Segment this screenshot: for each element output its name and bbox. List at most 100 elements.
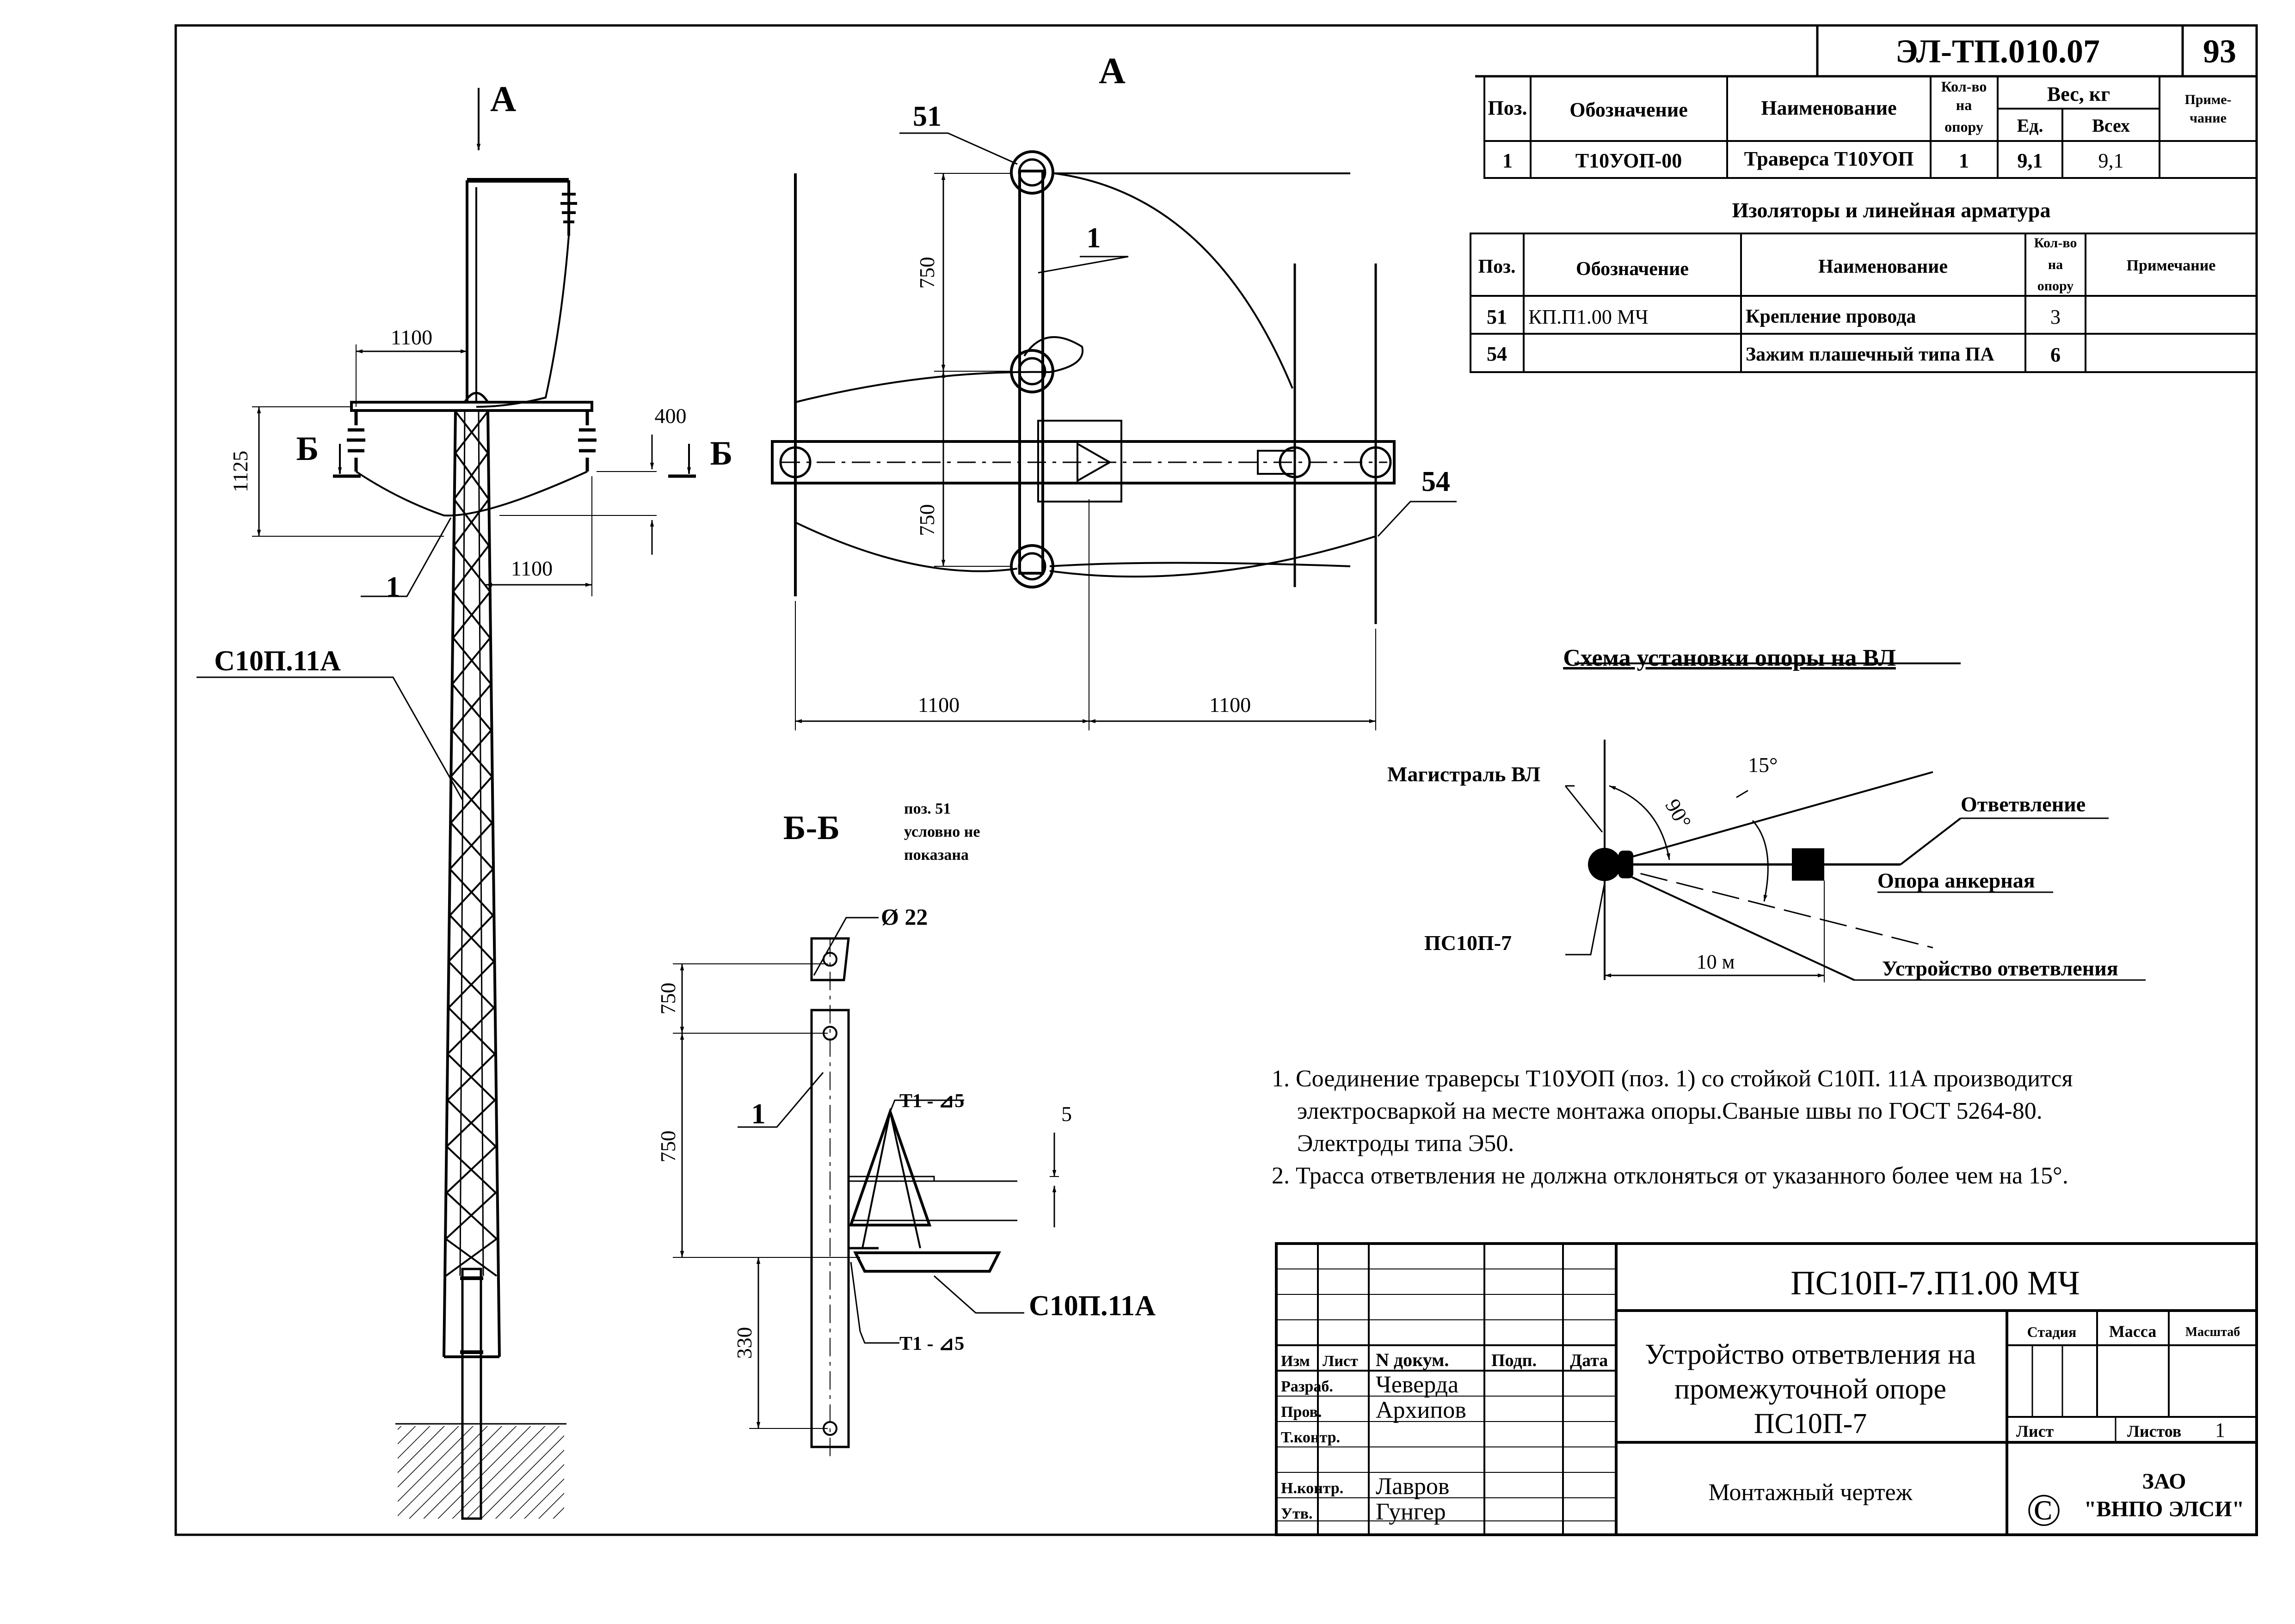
td2-r1-designation: КП.П1.00 МЧ: [1528, 306, 1649, 328]
section-dim-330: 330: [732, 1327, 756, 1359]
tb-role-check: Пров.: [1281, 1403, 1322, 1421]
th-weight-unit: Ед.: [2017, 115, 2043, 136]
th-weight-total: Всех: [2092, 115, 2130, 136]
title-block: [1275, 1242, 2258, 1536]
page-number: 93: [2203, 33, 2236, 70]
th-weight: Вес, кг: [2047, 83, 2110, 105]
tb-col-izm: Изм: [1281, 1353, 1310, 1370]
td2-r1-name: Крепление провода: [1746, 306, 1916, 327]
tb-col-date: Дата: [1570, 1351, 1608, 1370]
weld-top: Т1 - ⊿5: [899, 1091, 964, 1112]
th-designation: Обозначение: [1569, 98, 1688, 121]
td2-r1-qty: 3: [2050, 306, 2061, 328]
section-note-1: поз. 51: [904, 800, 951, 817]
tb-sheets-value: 1: [2215, 1419, 2225, 1441]
view-a-dim-1100-left: 1100: [918, 693, 960, 717]
section-pos1: 1: [751, 1098, 766, 1130]
weld-bottom: Т1 - ⊿5: [899, 1333, 964, 1354]
doc-code: ЭЛ-ТП.010.07: [1895, 33, 2100, 70]
scheme-angle-90: 90°: [1661, 795, 1696, 833]
tb-role-approve: Утв.: [1281, 1505, 1313, 1522]
installation-scheme-labels: Схема установки опоры на ВЛ Магистраль В…: [1387, 645, 2118, 980]
tb-scale: Масштаб: [2185, 1325, 2240, 1339]
pole-dim-1125: 1125: [228, 451, 252, 492]
doc-code-block: ЭЛ-ТП.010.07 93: [1475, 25, 2257, 78]
th-note-2: чание: [2190, 110, 2227, 126]
td-pos: 1: [1502, 149, 1513, 172]
td-unit: 9,1: [2018, 149, 2043, 172]
note-line-4: 2. Трасса ответвления не должна отклонят…: [1272, 1163, 2068, 1189]
note-line-3: Электроды типа Э50.: [1297, 1130, 1514, 1157]
view-a-arrow-label: А: [490, 79, 516, 119]
section-diameter: Ø 22: [881, 904, 928, 930]
section-pole-type: С10П.11А: [1029, 1290, 1156, 1322]
td2-r1-pos: 51: [1487, 306, 1507, 328]
pole-side-labels: А 1100 1100 1125 400 Б Б 1 С10П.11А: [214, 79, 732, 677]
section-mark-left: Б: [296, 430, 319, 468]
tb-role-dev: Разраб.: [1281, 1378, 1333, 1395]
pole-pos1-label: 1: [386, 571, 400, 603]
scheme-anchor-pole: Опора анкерная: [1877, 869, 2035, 892]
section-dim-5: 5: [1061, 1102, 1072, 1126]
td-total: 9,1: [2098, 149, 2124, 172]
th-qty-2: на: [1956, 97, 1972, 113]
th2-note: Примечание: [2127, 257, 2216, 274]
th2-qty-2: на: [2048, 257, 2063, 272]
tb-col-sign: Подп.: [1491, 1351, 1537, 1370]
view-a-dim-1100-right: 1100: [1209, 693, 1251, 717]
scheme-pole: ПС10П-7: [1424, 931, 1512, 955]
tb-sheets: Листов: [2127, 1422, 2181, 1440]
table-insulators-text: Поз. Обозначение Наименование Кол-во на …: [1478, 235, 2215, 366]
th2-name: Наименование: [1818, 256, 1948, 277]
tb-name-dev: Чеверда: [1376, 1372, 1458, 1398]
view-a-pos54: 54: [1421, 466, 1450, 497]
td-name: Траверса Т10УОП: [1744, 147, 1914, 170]
note-line-1: 1. Соединение траверсы Т10УОП (поз. 1) с…: [1272, 1066, 2073, 1092]
td2-r2-name: Зажим плашечный типа ПА: [1746, 344, 1994, 365]
scheme-branch-device: Устройство ответвления: [1882, 956, 2118, 980]
td2-r2-qty: 6: [2050, 343, 2061, 366]
insulators-title: Изоляторы и линейная арматура: [1732, 198, 2051, 222]
tb-mass: Масса: [2109, 1322, 2156, 1341]
view-a: [771, 132, 1457, 730]
tb-name-check: Архипов: [1376, 1397, 1466, 1423]
section-dim-750-mid: 750: [656, 1131, 680, 1163]
section-b-b-labels: Б-Б поз. 51 условно не показана Ø 22 1 7…: [656, 800, 1156, 1359]
pole-dim-400: 400: [655, 404, 687, 428]
scheme-title: Схема установки опоры на ВЛ: [1563, 645, 1896, 671]
title-line-1: Устройство ответвления на: [1645, 1339, 1976, 1370]
view-a-labels: А 51 1 54 750 750 1100 1100: [913, 51, 1450, 717]
table-main-text: Поз. Обозначение Наименование Кол-во на …: [1488, 78, 2232, 172]
title-code: ПС10П-7.П1.00 МЧ: [1790, 1264, 2080, 1302]
scheme-branch: Ответвление: [1961, 792, 2086, 816]
th2-qty-3: опору: [2037, 278, 2074, 294]
section-mark-right: Б: [710, 435, 733, 472]
th-pos: Поз.: [1488, 97, 1527, 119]
table-main: [1483, 75, 2258, 179]
view-a-title: А: [1099, 51, 1126, 92]
tb-col-doc: N докум.: [1376, 1349, 1449, 1370]
tb-copyright: ©: [2026, 1484, 2061, 1536]
view-a-dim-750-bottom: 750: [915, 504, 939, 536]
section-note-2: условно не: [904, 823, 980, 840]
tb-stage: Стадия: [2027, 1324, 2077, 1340]
note-line-2: электросваркой на месте монтажа опоры.Св…: [1297, 1098, 2043, 1124]
td-designation: Т10УОП-00: [1575, 149, 1682, 172]
tb-role-tcontrol: Т.контр.: [1281, 1429, 1340, 1446]
th2-qty-1: Кол-во: [2034, 235, 2077, 251]
tb-col-list: Лист: [1323, 1353, 1358, 1370]
table-insulators: [1470, 233, 2258, 373]
title-line-2: промежуточной опоре: [1674, 1373, 1946, 1405]
pole-dim-1100-top: 1100: [391, 325, 432, 349]
section-b-b: [673, 917, 1059, 1456]
th-qty-3: опору: [1944, 118, 1983, 135]
view-a-pos1: 1: [1087, 222, 1101, 254]
scheme-distance: 10 м: [1697, 950, 1735, 973]
tb-sheet: Лист: [2016, 1422, 2054, 1440]
th2-pos: Поз.: [1478, 256, 1515, 277]
scheme-main-line: Магистраль ВЛ: [1387, 762, 1540, 786]
title-subtitle: Монтажный чертеж: [1708, 1479, 1913, 1506]
section-dim-750-top: 750: [656, 983, 680, 1015]
td2-r2-pos: 54: [1487, 343, 1507, 365]
